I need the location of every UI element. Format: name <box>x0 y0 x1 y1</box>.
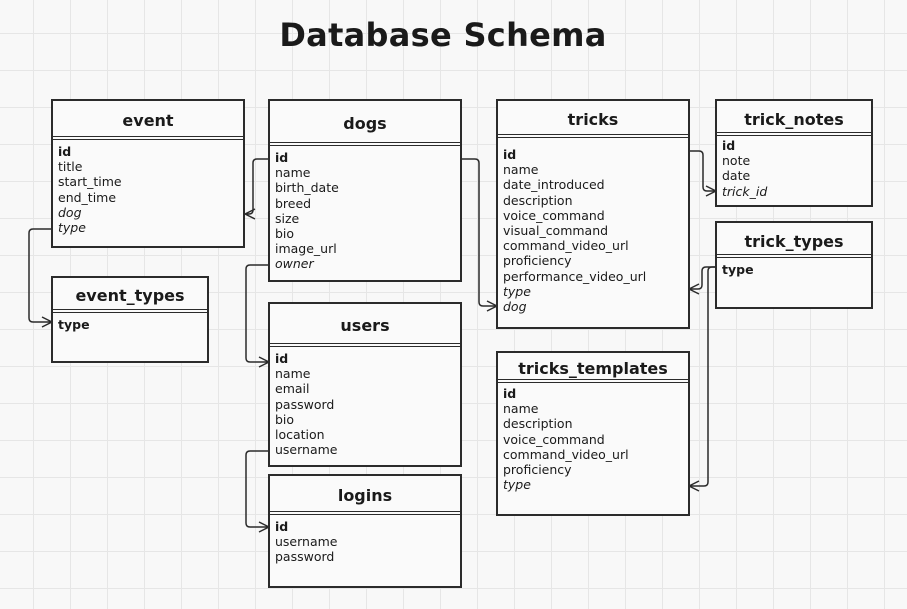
field-tricks-performance-video-url: performance_video_url <box>503 268 647 284</box>
field-list: type <box>717 258 871 277</box>
field-logins-id: id <box>275 519 289 534</box>
field-event-id: id <box>58 144 72 159</box>
field-trick-types-type: type <box>722 262 754 277</box>
field-tricks-voice-command: voice_command <box>503 207 605 223</box>
table-title: trick_notes <box>717 101 871 136</box>
field-users-bio: bio <box>275 411 295 427</box>
field-tricks-id: id <box>503 147 517 162</box>
field-event-types-type: type <box>58 317 90 332</box>
field-trick-notes-trick-id: trick_id <box>722 183 768 199</box>
field-tricks-date-introduced: date_introduced <box>503 177 605 193</box>
field-trick-notes-id: id <box>722 138 736 153</box>
field-tricks-templates-description: description <box>503 416 573 432</box>
relation-users-logins <box>245 450 270 533</box>
field-tricks-templates-type: type <box>503 477 531 493</box>
field-users-password: password <box>275 396 335 412</box>
field-logins-username: username <box>275 534 338 550</box>
field-dogs-bio: bio <box>275 226 295 242</box>
field-users-email: email <box>275 381 310 397</box>
field-tricks-name: name <box>503 162 539 178</box>
field-tricks-templates-voice-command: voice_command <box>503 431 605 447</box>
table-event-types[interactable]: event_types type <box>51 276 209 363</box>
field-event-end-time: end_time <box>58 189 117 205</box>
table-title: tricks <box>498 101 688 138</box>
field-tricks-type: type <box>503 283 531 299</box>
relation-trick-types-tricks <box>688 266 716 295</box>
page-title: Database Schema <box>279 16 607 54</box>
relation-dogs-tricks <box>461 158 498 312</box>
field-dogs-id: id <box>275 150 289 165</box>
field-dogs-owner: owner <box>275 256 314 272</box>
field-event-start-time: start_time <box>58 174 122 190</box>
table-title: event <box>53 101 243 140</box>
relation-tricks-trick-notes <box>689 150 717 197</box>
field-users-location: location <box>275 427 325 443</box>
field-dogs-birth-date: birth_date <box>275 180 339 196</box>
field-tricks-templates-proficiency: proficiency <box>503 462 572 478</box>
field-event-title: title <box>58 159 83 175</box>
field-users-id: id <box>275 351 289 366</box>
table-trick-types[interactable]: trick_types type <box>715 221 873 309</box>
table-title: dogs <box>270 101 460 146</box>
field-event-dog: dog <box>58 204 82 220</box>
field-dogs-image-url: image_url <box>275 241 337 257</box>
field-tricks-command-video-url: command_video_url <box>503 238 629 254</box>
field-event-type: type <box>58 220 86 236</box>
field-tricks-description: description <box>503 192 573 208</box>
field-trick-notes-date: date <box>722 168 751 184</box>
field-list: type <box>53 313 207 332</box>
field-users-name: name <box>275 366 311 382</box>
field-tricks-templates-id: id <box>503 386 517 401</box>
field-tricks-templates-name: name <box>503 401 539 417</box>
relation-event-dogs <box>244 158 269 220</box>
field-dogs-breed: breed <box>275 195 312 211</box>
field-tricks-templates-command-video-url: command_video_url <box>503 446 629 462</box>
table-title: users <box>270 304 460 347</box>
field-users-username: username <box>275 442 338 458</box>
field-tricks-dog: dog <box>503 299 527 315</box>
field-dogs-name: name <box>275 165 311 181</box>
relation-trick-types-templates <box>688 266 716 492</box>
field-tricks-proficiency: proficiency <box>503 253 572 269</box>
table-title: tricks_templates <box>498 353 688 383</box>
field-dogs-size: size <box>275 210 300 226</box>
relation-dogs-users <box>245 264 270 368</box>
table-title: event_types <box>53 278 207 313</box>
field-tricks-visual-command: visual_command <box>503 223 609 239</box>
field-logins-password: password <box>275 549 335 565</box>
table-title: trick_types <box>717 223 871 258</box>
field-trick-notes-note: note <box>722 153 751 169</box>
table-title: logins <box>270 476 460 515</box>
